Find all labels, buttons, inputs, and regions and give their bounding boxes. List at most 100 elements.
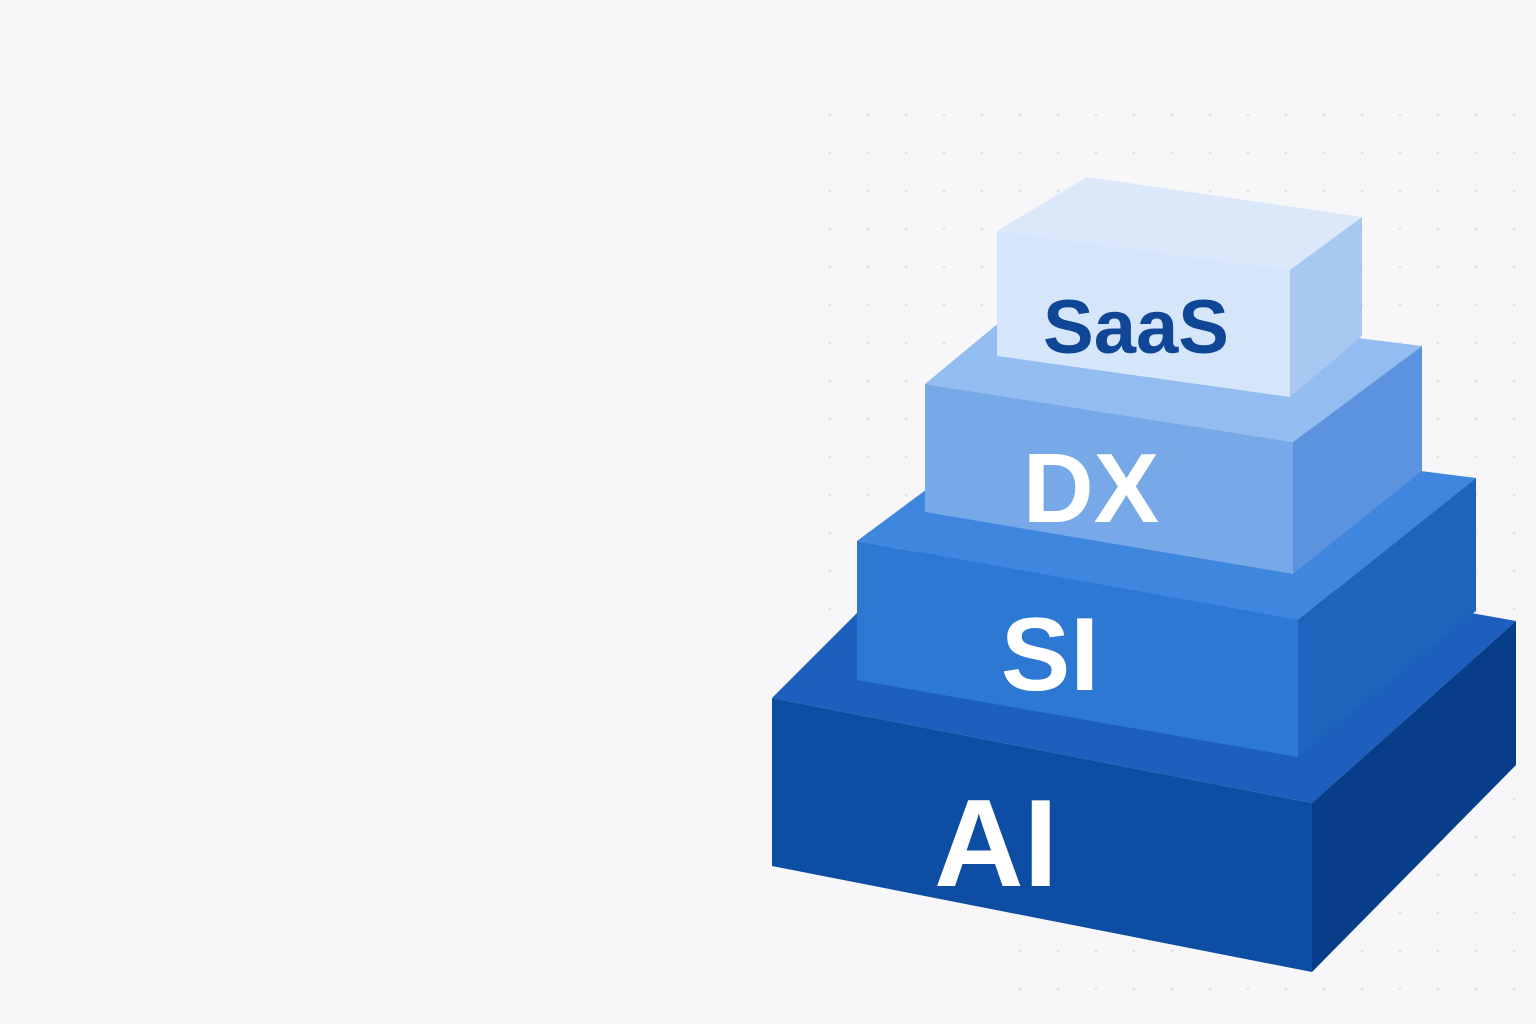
grid-dot <box>942 265 946 269</box>
grid-dot <box>1436 151 1440 155</box>
grid-dot <box>1208 113 1212 117</box>
grid-dot <box>1056 113 1060 117</box>
grid-dot <box>1398 151 1402 155</box>
grid-dot <box>1512 873 1516 877</box>
grid-dot <box>1512 379 1516 383</box>
grid-dot <box>1474 835 1478 839</box>
grid-dot <box>1474 341 1478 345</box>
layer-saas: SaaS <box>997 177 1362 397</box>
layer-dx-label: DX <box>1023 433 1159 543</box>
grid-dot <box>1512 493 1516 497</box>
grid-dot <box>1018 987 1022 991</box>
grid-dot <box>1132 949 1136 953</box>
grid-dot <box>904 189 908 193</box>
grid-dot <box>828 227 832 231</box>
grid-dot <box>1360 987 1364 991</box>
grid-dot <box>1474 873 1478 877</box>
grid-dot <box>866 417 870 421</box>
grid-dot <box>904 151 908 155</box>
grid-dot <box>1094 113 1098 117</box>
grid-dot <box>828 379 832 383</box>
grid-dot <box>980 151 984 155</box>
grid-dot <box>1512 189 1516 193</box>
grid-dot <box>1436 949 1440 953</box>
grid-dot <box>1170 949 1174 953</box>
grid-dot <box>1398 189 1402 193</box>
layer-si-front-face <box>857 541 1298 757</box>
grid-dot <box>1094 987 1098 991</box>
grid-dot <box>942 341 946 345</box>
grid-dot <box>828 455 832 459</box>
grid-dot <box>1436 455 1440 459</box>
grid-dot <box>1512 341 1516 345</box>
grid-dot <box>1436 911 1440 915</box>
grid-dot <box>980 265 984 269</box>
grid-dot <box>1512 987 1516 991</box>
grid-dot <box>828 265 832 269</box>
grid-dot <box>1246 189 1250 193</box>
grid-dot <box>1322 151 1326 155</box>
grid-dot <box>1436 873 1440 877</box>
grid-dot <box>1246 987 1250 991</box>
grid-dot <box>1246 113 1250 117</box>
grid-dot <box>1208 987 1212 991</box>
grid-dot <box>904 113 908 117</box>
grid-dot <box>866 455 870 459</box>
grid-dot <box>828 341 832 345</box>
grid-dot <box>828 189 832 193</box>
grid-dot <box>828 113 832 117</box>
grid-dot <box>1436 303 1440 307</box>
grid-dot <box>904 227 908 231</box>
grid-dot <box>1474 189 1478 193</box>
layer-saas-label: SaaS <box>1043 285 1229 370</box>
grid-dot <box>1322 189 1326 193</box>
grid-dot <box>1512 227 1516 231</box>
grid-dot <box>1208 189 1212 193</box>
grid-dot <box>904 493 908 497</box>
grid-dot <box>1018 949 1022 953</box>
grid-dot <box>942 113 946 117</box>
grid-dot <box>866 189 870 193</box>
grid-dot <box>904 417 908 421</box>
grid-dot <box>1284 151 1288 155</box>
grid-dot <box>1018 189 1022 193</box>
grid-dot <box>1436 379 1440 383</box>
grid-dot <box>1512 607 1516 611</box>
grid-dot <box>904 341 908 345</box>
grid-dot <box>1512 151 1516 155</box>
grid-dot <box>904 265 908 269</box>
grid-dot <box>1360 949 1364 953</box>
layer-saas-side-face <box>1290 217 1362 397</box>
grid-dot <box>1436 113 1440 117</box>
layer-si-side-face <box>1298 478 1476 757</box>
grid-dot <box>1512 949 1516 953</box>
grid-dot <box>1512 569 1516 573</box>
grid-dot <box>1132 113 1136 117</box>
grid-dot <box>1360 189 1364 193</box>
grid-dot <box>1512 303 1516 307</box>
grid-dot <box>1018 151 1022 155</box>
grid-dot <box>1398 113 1402 117</box>
grid-dot <box>866 113 870 117</box>
grid-dot <box>1474 455 1478 459</box>
grid-dot <box>904 455 908 459</box>
grid-dot <box>1512 797 1516 801</box>
grid-dot <box>1474 227 1478 231</box>
grid-dot <box>942 151 946 155</box>
grid-dot <box>1474 987 1478 991</box>
grid-dot <box>1512 265 1516 269</box>
layer-dx-side-face <box>1293 346 1422 574</box>
grid-dot <box>828 151 832 155</box>
grid-dot <box>828 569 832 573</box>
grid-dot <box>1284 113 1288 117</box>
grid-dot <box>1322 987 1326 991</box>
grid-dot <box>1360 113 1364 117</box>
grid-dot <box>1474 303 1478 307</box>
grid-dot <box>828 417 832 421</box>
grid-dot <box>1170 113 1174 117</box>
layer-ai-side-face <box>1312 621 1516 972</box>
layer-ai-front-face <box>772 698 1312 972</box>
grid-dot <box>1474 949 1478 953</box>
grid-dot <box>1512 455 1516 459</box>
grid-dot <box>1246 151 1250 155</box>
